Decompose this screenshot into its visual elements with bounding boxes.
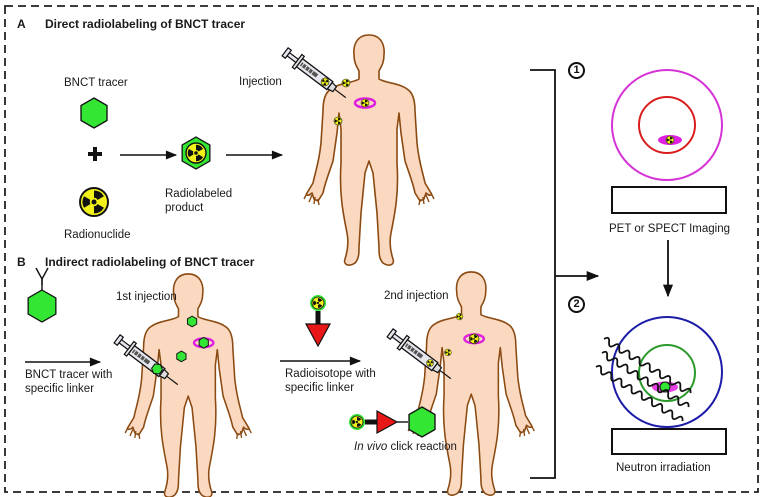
human-figure-b1	[124, 273, 253, 497]
neutron-waves	[595, 336, 692, 422]
human-figure-b2	[407, 271, 536, 496]
isotope-linker-label-line2: specific linker	[285, 382, 355, 394]
bracket	[530, 69, 600, 479]
pet-imaging-scanner	[611, 69, 727, 214]
bnct-tracer-with-linker-icon	[28, 267, 56, 322]
pet-scanner-bed	[611, 186, 727, 214]
human-figure-a	[303, 34, 435, 266]
bnct-tracer-hexagon	[81, 98, 107, 128]
neutron-irradiation-setup	[595, 316, 727, 455]
panel-b-letter: B	[17, 255, 26, 269]
radioisotope-with-linker-icon	[304, 295, 332, 348]
tumor-icon	[353, 97, 377, 109]
dashed-frame	[4, 5, 759, 493]
panel-b-title: Indirect radiolabeling of BNCT tracer	[45, 255, 255, 269]
tracer-linker-label-line1: BNCT tracer with	[25, 369, 113, 381]
click-reaction-text: click reaction	[387, 441, 457, 453]
radiolabeled-product-icon	[182, 137, 210, 169]
radionuclide-icon	[79, 188, 108, 216]
second-injection-label: 2nd injection	[384, 290, 449, 302]
radionuclide-label: Radionuclide	[64, 229, 131, 241]
tracer-linker-label-line2: specific linker	[25, 383, 95, 395]
panel-b-header: B Indirect radiolabeling of BNCT tracer	[17, 255, 254, 269]
neutron-bed	[611, 428, 727, 455]
injection-label: Injection	[239, 76, 282, 88]
in-vivo-text: In vivo	[354, 441, 388, 453]
click-reaction-product-icon	[349, 407, 435, 437]
panel-a-title: Direct radiolabeling of BNCT tracer	[45, 17, 246, 31]
neutron-irradiation-label: Neutron irradiation	[616, 462, 711, 474]
radiolabeled-product-label-line1: Radiolabeled	[165, 188, 233, 200]
step-1-badge: 1	[568, 62, 585, 79]
bnct-tracer-label: BNCT tracer	[64, 77, 128, 89]
plus-sign	[88, 147, 102, 161]
step-2-badge: 2	[568, 296, 585, 313]
pet-spect-imaging-label: PET or SPECT Imaging	[609, 223, 731, 235]
panel-a-header: A Direct radiolabeling of BNCT tracer	[17, 17, 245, 31]
isotope-linker-label-line1: Radioisotope with	[285, 368, 376, 380]
first-injection-label: 1st injection	[116, 291, 177, 303]
radiolabeled-product-label-line2: product	[165, 202, 204, 214]
panel-a-letter: A	[17, 17, 26, 31]
click-reaction-label: In vivo click reaction	[354, 440, 457, 454]
